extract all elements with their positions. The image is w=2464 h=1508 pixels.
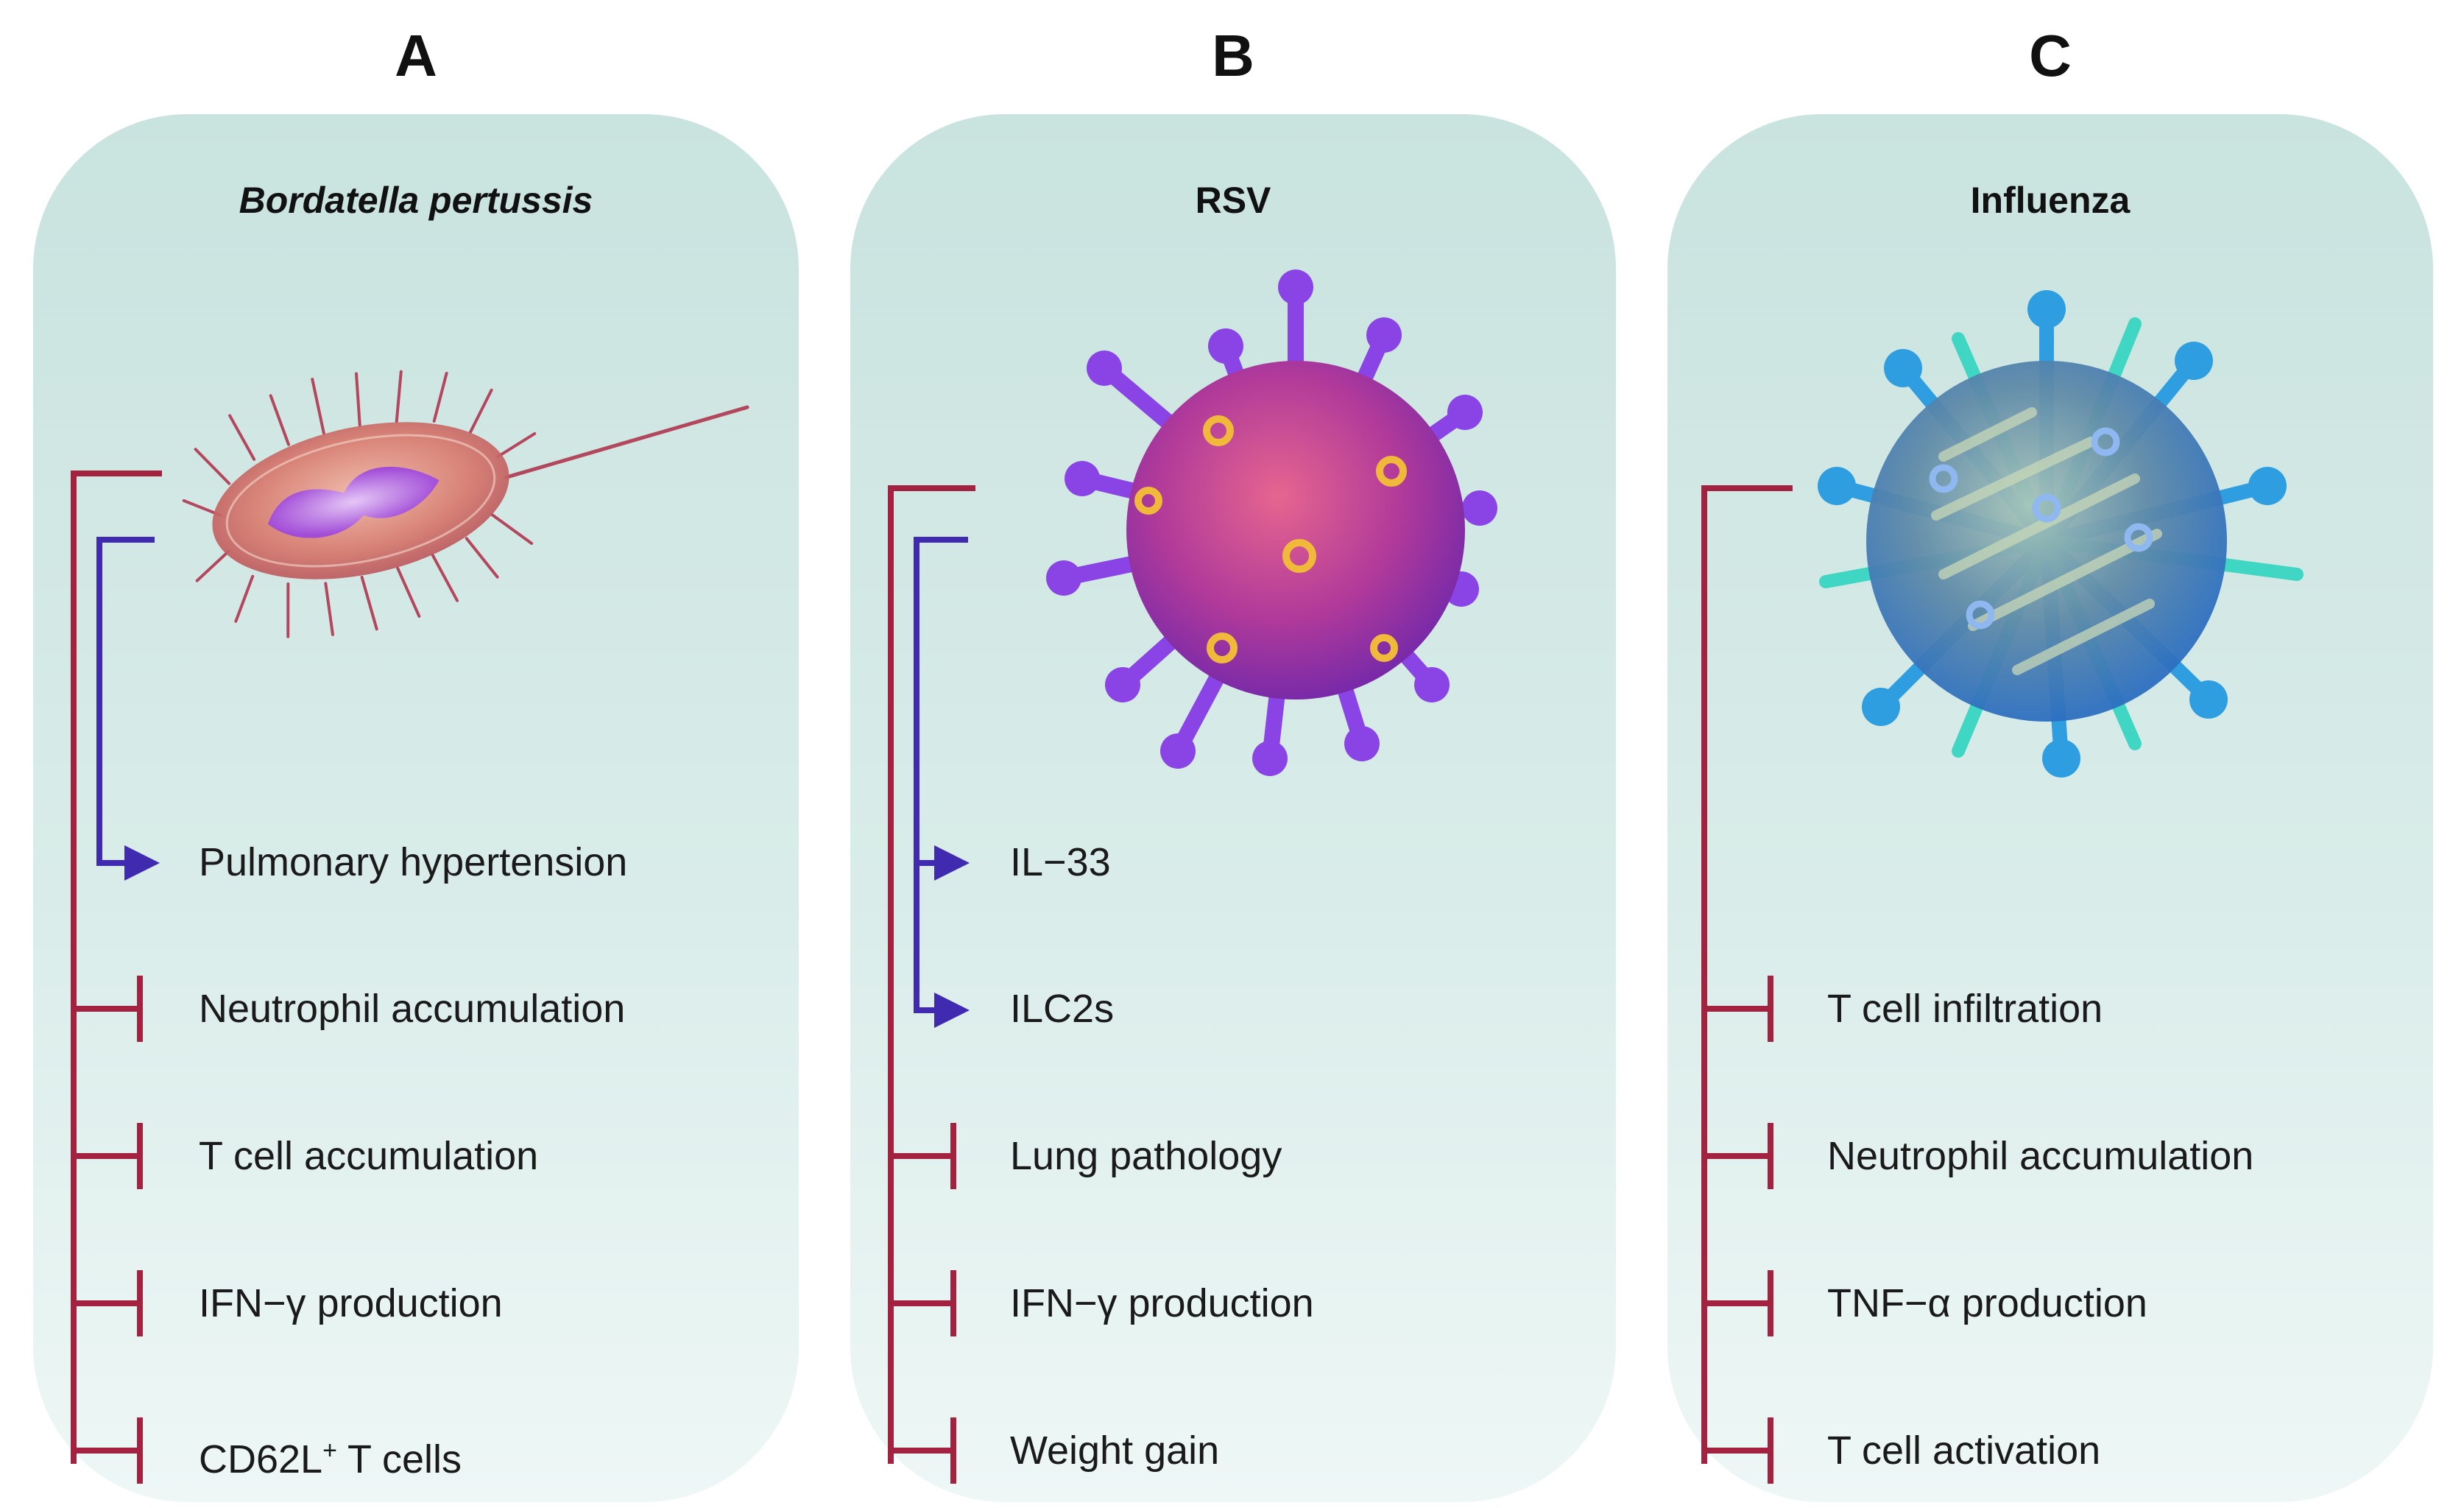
panel-a-item-4: IFN−γ production: [199, 1281, 503, 1325]
inhibition-trunk-a: [71, 471, 162, 1464]
panel-b-item-3: Lung pathology: [1010, 1134, 1282, 1178]
panel-c-item-1: T cell infiltration: [1827, 987, 2103, 1031]
panel-a-item-1: Pulmonary hypertension: [199, 840, 628, 884]
connectors-panel-b: [888, 485, 975, 1484]
promotion-trunk-b-2: [914, 863, 970, 1028]
connectors-panel-a: [71, 471, 162, 1484]
panel-c-item-4: T cell activation: [1827, 1428, 2101, 1473]
panel-card-a: [33, 114, 799, 1502]
panel-title-b: RSV: [1195, 180, 1271, 221]
panel-title-a: Bordatella pertussis: [239, 180, 593, 221]
panel-letter-c: C: [2029, 23, 2072, 88]
panel-title-c: Influenza: [1970, 180, 2131, 221]
inhibition-trunk-b: [888, 485, 975, 1464]
connectors-panel-c: [1701, 485, 1793, 1484]
panel-b-item-5: Weight gain: [1010, 1428, 1220, 1473]
panel-b-item-2: ILC2s: [1010, 987, 1115, 1031]
panel-a-item-5: CD62L+ T cells: [199, 1438, 462, 1479]
panel-a-item-5-sup: +: [322, 1437, 337, 1465]
panel-letter-a: A: [395, 23, 437, 88]
panel-b-item-4: IFN−γ production: [1010, 1281, 1314, 1325]
promotion-trunk-b-1: [914, 537, 970, 881]
panel-letter-b: B: [1212, 23, 1254, 88]
panel-a-item-3: T cell accumulation: [199, 1134, 539, 1178]
panel-c-item-3: TNF−α production: [1827, 1281, 2147, 1325]
panel-a-item-5-label: CD62L: [199, 1437, 323, 1481]
panel-a-item-5-rest: T cells: [336, 1437, 462, 1481]
panel-c-item-2: Neutrophil accumulation: [1827, 1134, 2254, 1178]
panel-a-item-2: Neutrophil accumulation: [199, 987, 626, 1031]
promotion-trunk-a: [96, 537, 160, 881]
inhibition-trunk-c: [1701, 485, 1793, 1464]
panel-b-item-1: IL−33: [1010, 840, 1111, 884]
